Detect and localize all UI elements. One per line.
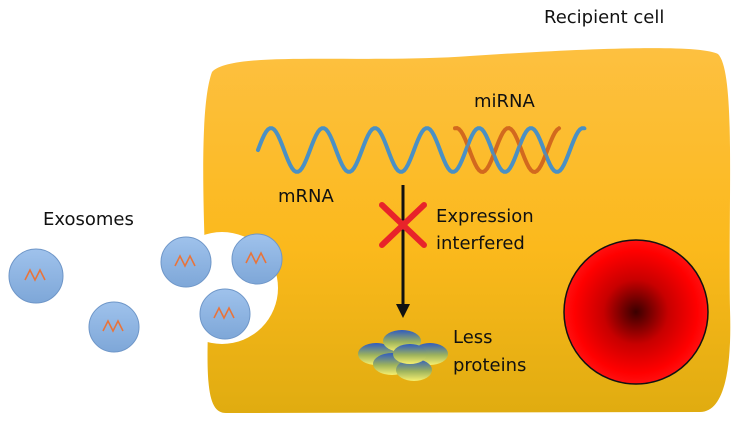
exosome — [88, 301, 140, 353]
proteins-label-line1: Less — [453, 327, 493, 348]
exosomes-label: Exosomes — [43, 209, 134, 230]
mirna-strand — [453, 126, 561, 174]
exosome — [199, 288, 251, 340]
exosome — [231, 233, 283, 285]
expression-label-line1: Expression — [436, 206, 534, 227]
expression-label-line2: interfered — [436, 233, 525, 254]
nucleus — [563, 239, 709, 385]
exosome — [8, 248, 64, 304]
x-mark-icon — [379, 202, 427, 248]
mirna-label: miRNA — [474, 91, 535, 112]
arrow-down-icon — [396, 185, 410, 318]
mrna-label: mRNA — [278, 186, 334, 207]
mrna-duplex-strand — [453, 126, 587, 174]
exosome — [160, 236, 212, 288]
recipient-cell-label: Recipient cell — [544, 7, 665, 28]
proteins-label-line2: proteins — [453, 355, 527, 376]
protein-cluster — [358, 330, 448, 381]
